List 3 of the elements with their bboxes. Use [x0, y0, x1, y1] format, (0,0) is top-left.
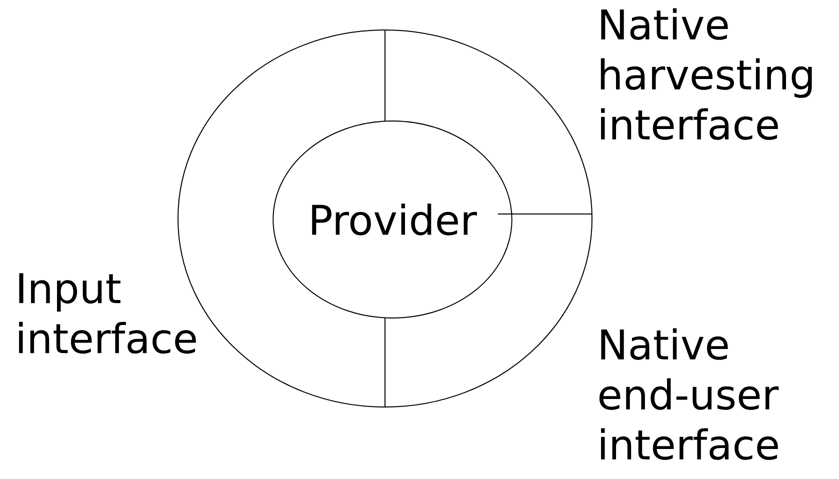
interface-label: Input interface: [19, 273, 196, 354]
interface-label: Native harvesting interface: [600, 8, 812, 140]
interface-label: Native end-user interface: [599, 328, 779, 460]
